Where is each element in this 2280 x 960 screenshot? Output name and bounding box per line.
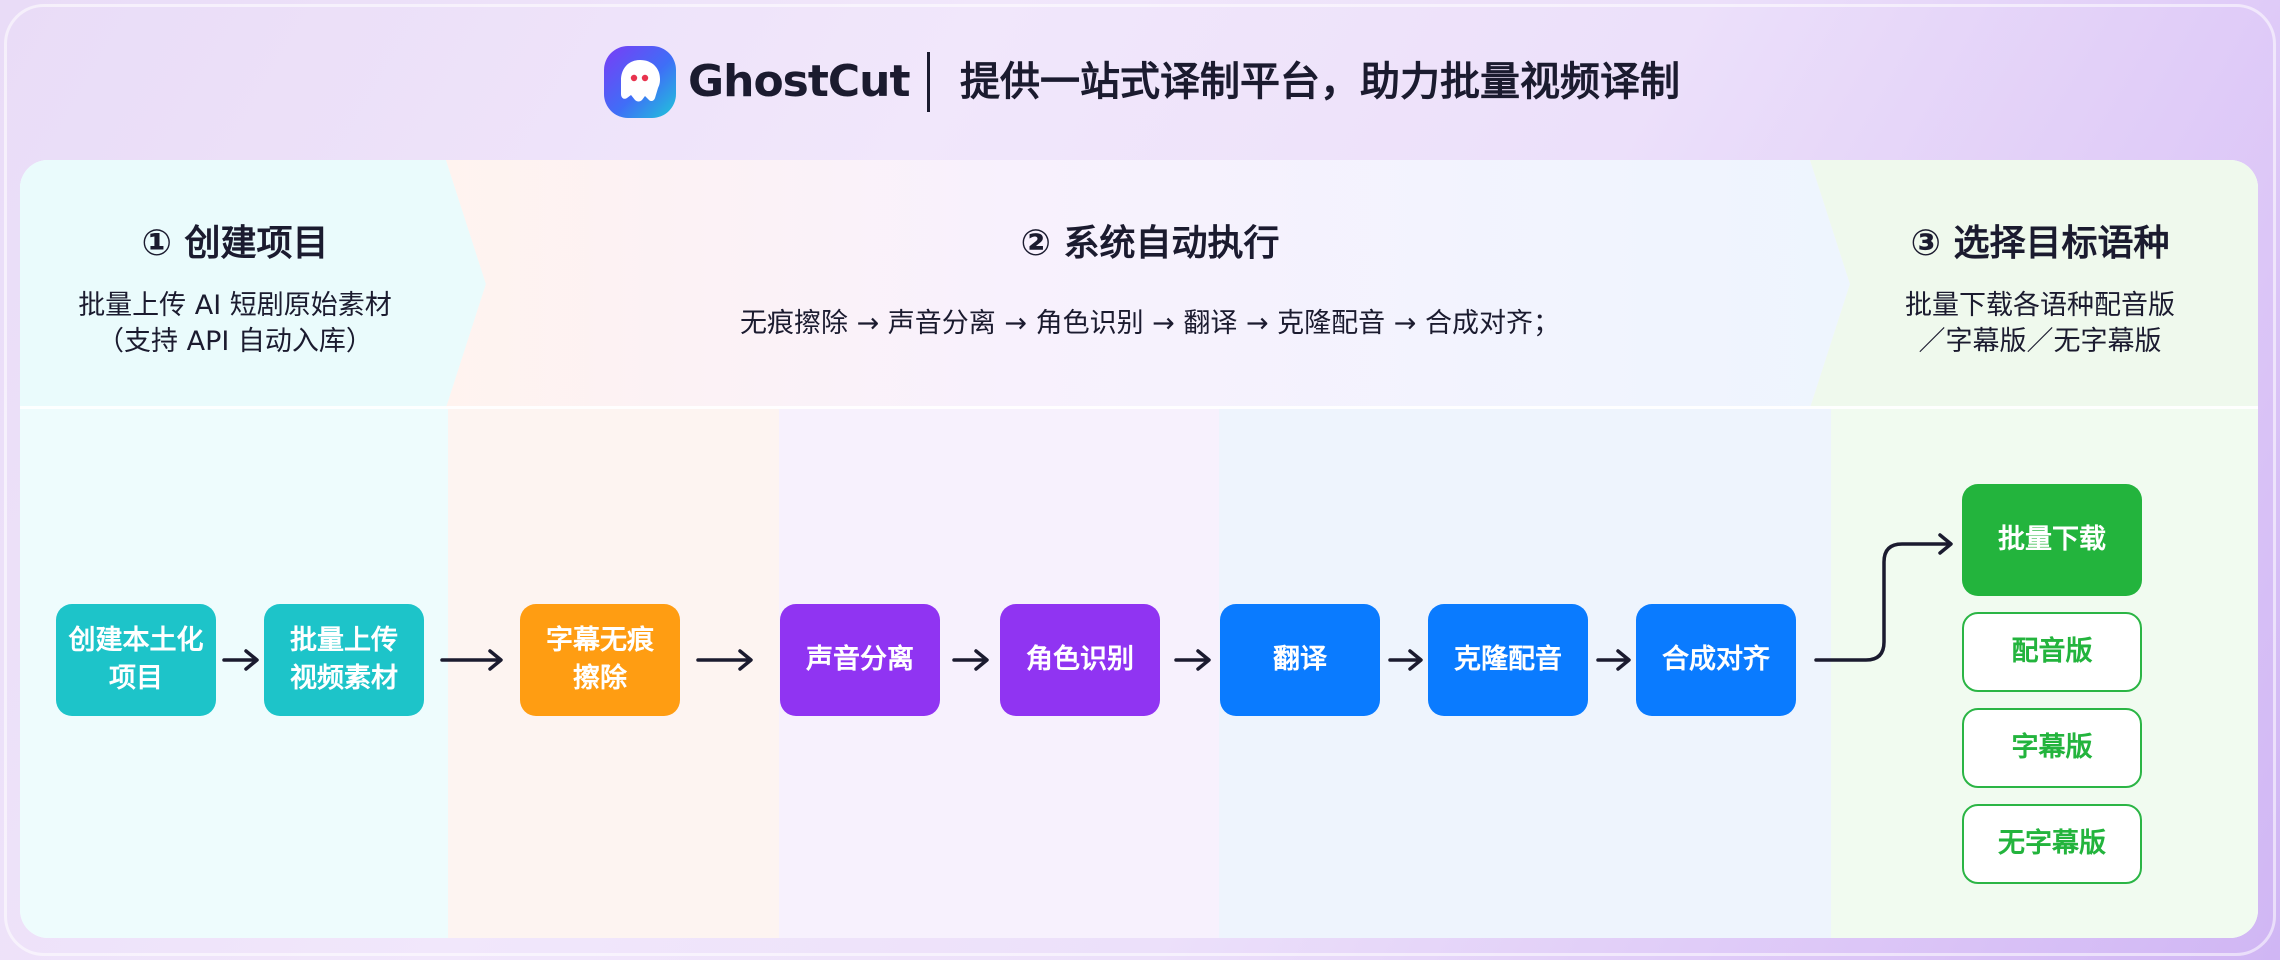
header-divider: [927, 52, 930, 112]
compose-align-node: 合成对齐: [1636, 604, 1796, 716]
step1-desc-line1: 批量上传 AI 短剧原始素材: [78, 290, 392, 321]
dubbed-version-option[interactable]: 配音版: [1962, 612, 2142, 692]
upload-material-line1: 批量上传: [290, 625, 398, 656]
band-divider: [20, 406, 2258, 409]
step3-desc-line1: 批量下载各语种配音版: [1905, 290, 2175, 321]
translate-node: 翻译: [1220, 604, 1380, 716]
arrow-right-icon: [952, 649, 989, 671]
subtitle-erase-node: 字幕无痕 擦除: [520, 604, 680, 716]
brand-name: GhostCut: [688, 56, 911, 107]
arrow-right-icon: [1814, 533, 1953, 662]
arrow-right-icon: [1596, 649, 1631, 671]
create-project-line1: 创建本土化: [68, 625, 204, 656]
header: GhostCut 提供一站式译制平台，助力批量视频译制: [0, 0, 2280, 160]
create-project-line2: 项目: [109, 663, 163, 694]
step1-title: ① 创建项目: [141, 223, 329, 264]
workflow-card: [20, 160, 2258, 938]
step3-desc-line2: ／字幕版／无字幕版: [1918, 326, 2162, 357]
subtitle-erase-line2: 擦除: [573, 663, 627, 694]
role-recognition-node: 角色识别: [1000, 604, 1160, 716]
step1-desc-line2: （支持 API 自动入库）: [97, 326, 373, 357]
audio-separation-node: 声音分离: [780, 604, 940, 716]
outer-frame: [4, 4, 2276, 956]
upload-material-node: 批量上传 视频素材: [264, 604, 424, 716]
arrow-right-icon: [696, 649, 753, 671]
step2-desc: 无痕擦除 → 声音分离 → 角色识别 → 翻译 → 克隆配音 → 合成对齐；: [740, 308, 1560, 339]
upload-material-line2: 视频素材: [290, 663, 398, 694]
arrow-right-icon: [1174, 649, 1211, 671]
ghost-logo-icon: [604, 46, 676, 118]
arrow-right-icon: [222, 649, 259, 671]
arrow-right-icon: [1388, 649, 1423, 671]
batch-download-button[interactable]: 批量下载: [1962, 484, 2142, 596]
subtitle-erase-line1: 字幕无痕: [546, 625, 654, 656]
step2-title: ② 系统自动执行: [1020, 223, 1280, 264]
subtitle-version-option[interactable]: 字幕版: [1962, 708, 2142, 788]
no-subtitle-version-option[interactable]: 无字幕版: [1962, 804, 2142, 884]
step3-title: ③ 选择目标语种: [1910, 223, 2170, 264]
tagline: 提供一站式译制平台，助力批量视频译制: [960, 59, 1680, 105]
arrow-right-icon: [440, 649, 503, 671]
create-project-node: 创建本土化 项目: [56, 604, 216, 716]
header-band: [20, 160, 2258, 408]
voice-clone-node: 克隆配音: [1428, 604, 1588, 716]
